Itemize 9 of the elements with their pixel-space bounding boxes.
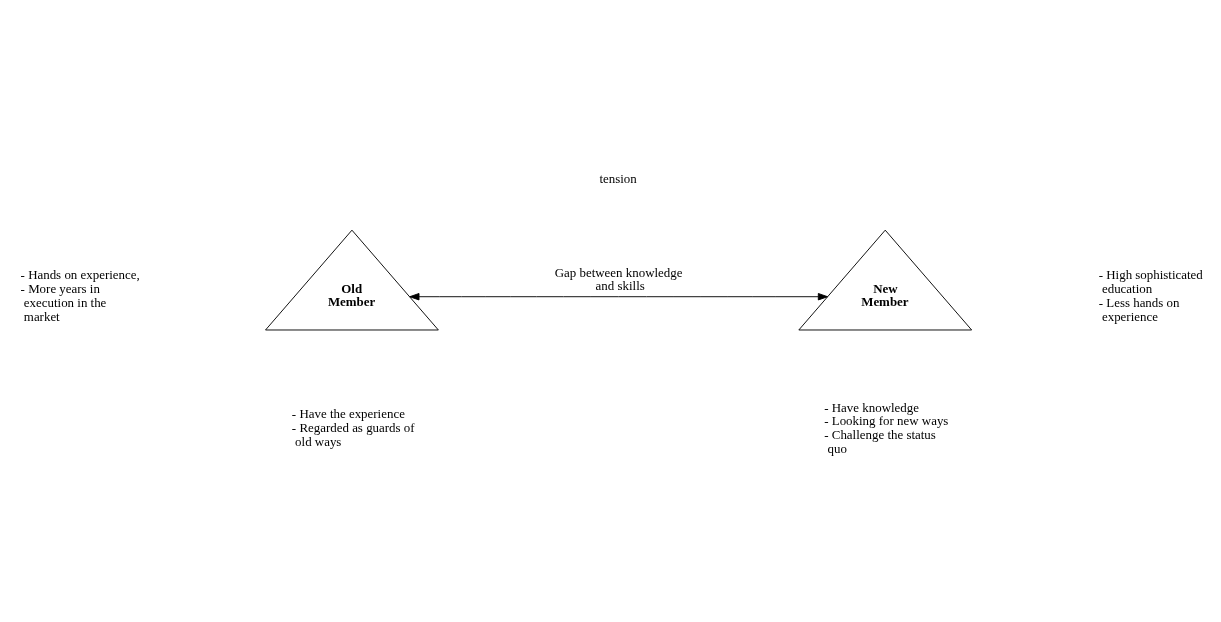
node-label: - Have knowledge xyxy=(824,399,919,414)
node-label: - Less hands on experience xyxy=(1098,294,1180,324)
node-label: - Challenge the status quo xyxy=(824,426,936,456)
node-label: - High sophisticated education xyxy=(1098,266,1203,296)
edge-label: Gap between knowledge and skills xyxy=(554,264,683,293)
label: tension xyxy=(599,170,637,186)
node-label: - Hands on experience, xyxy=(20,266,140,282)
node-label: - Have the experience xyxy=(291,405,405,421)
arrow xyxy=(409,292,828,300)
